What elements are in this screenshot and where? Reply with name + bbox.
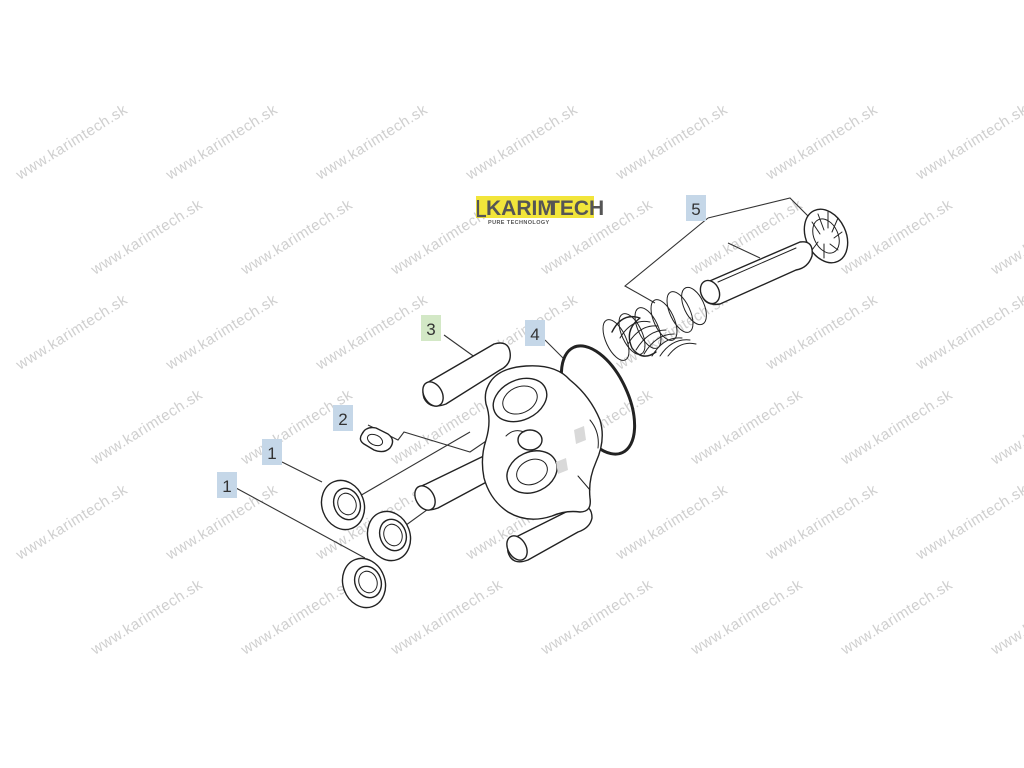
callout-1-lower: 1 xyxy=(217,472,237,498)
watermark-text: www.karimtech.sk xyxy=(87,386,205,469)
callout-4: 4 xyxy=(525,320,545,346)
callout-1-upper-label: 1 xyxy=(267,444,276,463)
watermark-text: www.karimtech.sk xyxy=(762,101,880,184)
callout-3: 3 xyxy=(421,315,441,341)
watermark-text: www.karimtech.sk xyxy=(12,101,130,184)
watermark-text: www.karimtech.sk xyxy=(762,481,880,564)
leader-5-top xyxy=(707,197,809,219)
watermark-text: www.karimtech.sk xyxy=(87,576,205,659)
watermark-text: www.karimtech.sk xyxy=(912,481,1024,564)
watermark-text: www.karimtech.sk xyxy=(537,576,655,659)
watermark-text: www.karimtech.sk xyxy=(912,101,1024,184)
part-2-valve-insert xyxy=(359,426,394,453)
watermark-text: www.karimtech.sk xyxy=(462,101,580,184)
callout-2: 2 xyxy=(333,405,353,431)
logo-bracket-icon xyxy=(476,200,486,218)
watermark-text: www.karimtech.sk xyxy=(987,196,1024,279)
watermark-text: www.karimtech.sk xyxy=(987,386,1024,469)
callout-1-lower-label: 1 xyxy=(222,477,231,496)
watermark-text: www.karimtech.sk xyxy=(837,386,955,469)
watermark-text: www.karimtech.sk xyxy=(312,101,430,184)
callout-2-box xyxy=(333,405,353,431)
watermark-text: www.karimtech.sk xyxy=(87,196,205,279)
leader-1-lower xyxy=(235,487,366,559)
watermark-text: www.karimtech.sk xyxy=(762,291,880,374)
watermark-text: www.karimtech.sk xyxy=(987,576,1024,659)
leader-5-piston xyxy=(727,242,761,259)
watermark-text: www.karimtech.sk xyxy=(612,481,730,564)
leader-1-upper xyxy=(281,461,323,483)
part-3-pump-head xyxy=(414,342,603,563)
logo-accent-block xyxy=(476,196,594,218)
watermark-text: www.karimtech.sk xyxy=(237,576,355,659)
callout-1-upper: 1 xyxy=(262,439,282,465)
watermark-text: www.karimtech.sk xyxy=(837,196,955,279)
watermark-text: www.karimtech.sk xyxy=(612,101,730,184)
watermark-text: www.karimtech.sk xyxy=(912,291,1024,374)
watermark-text: www.karimtech.sk xyxy=(162,291,280,374)
watermark-text: www.karimtech.sk xyxy=(312,291,430,374)
callout-5-label: 5 xyxy=(691,200,700,219)
watermark-text: www.karimtech.sk xyxy=(837,576,955,659)
logo-brand-right: TECH xyxy=(547,197,604,220)
callout-4-label: 4 xyxy=(530,325,539,344)
part-1-seal-ring-b xyxy=(366,510,412,562)
part-1-seal-ring-a xyxy=(320,479,366,531)
callout-5: 5 xyxy=(686,195,706,221)
callout-5-box xyxy=(686,195,706,221)
part-1-seal-ring-c xyxy=(341,557,387,609)
watermark-text: www.karimtech.sk xyxy=(162,101,280,184)
watermark-text: www.karimtech.sk xyxy=(12,291,130,374)
part-5-piston xyxy=(699,241,813,305)
callout-1-lower-box xyxy=(217,472,237,498)
leader-5-spring xyxy=(624,217,709,304)
logo-tagline: PURE TECHNOLOGY xyxy=(488,220,550,226)
callout-3-label: 3 xyxy=(426,320,435,339)
leader-4 xyxy=(544,339,566,361)
watermark-text: www.karimtech.sk xyxy=(687,386,805,469)
callout-4-box xyxy=(525,320,545,346)
part-5-spring xyxy=(602,286,707,361)
watermark-text: www.karimtech.sk xyxy=(687,576,805,659)
logo-brand-left: KARIM xyxy=(486,197,555,220)
watermark-text: www.karimtech.sk xyxy=(12,481,130,564)
callout-1-upper-box xyxy=(262,439,282,465)
watermark-text: www.karimtech.sk xyxy=(387,576,505,659)
karimtech-logo: KARIM TECH PURE TECHNOLOGY xyxy=(476,196,604,226)
leader-1-upper-b xyxy=(357,431,471,498)
callout-3-box xyxy=(421,315,441,341)
callout-2-label: 2 xyxy=(338,410,347,429)
watermark-text: www.karimtech.sk xyxy=(237,196,355,279)
